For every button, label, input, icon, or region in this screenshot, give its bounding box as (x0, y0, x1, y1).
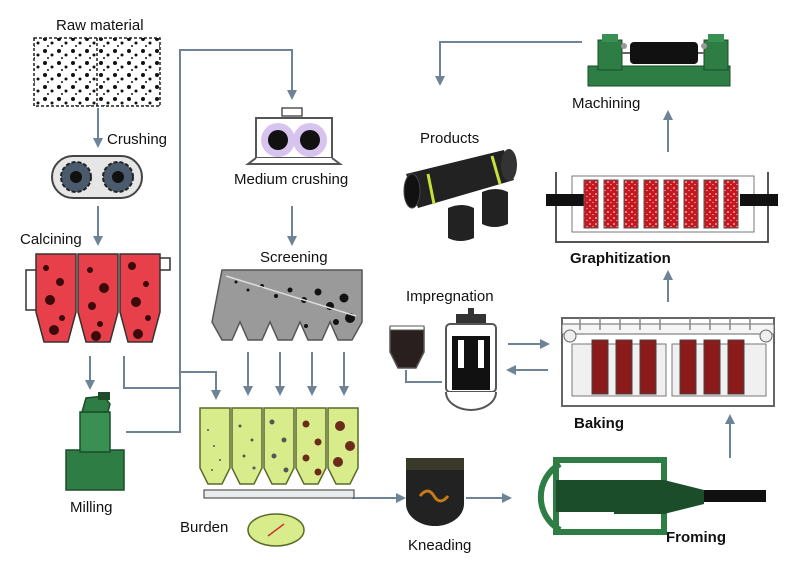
label-froming: Froming (666, 529, 726, 546)
impregnation-vessel (389, 308, 497, 411)
label-medium-crushing: Medium crushing (234, 171, 349, 188)
crushing-rollers (51, 155, 143, 199)
label-raw-material: Raw material (56, 17, 144, 34)
label-calcining: Calcining (20, 231, 82, 248)
label-products: Products (420, 130, 480, 147)
label-machining: Machining (572, 95, 641, 112)
label-graphitization: Graphitization (570, 250, 671, 267)
arrow-machining-to-products (435, 41, 582, 86)
label-burden: Burden (180, 519, 229, 536)
kneading-mixer (406, 458, 464, 526)
raw-material-bin (33, 37, 161, 107)
label-screening: Screening (260, 249, 328, 266)
screening-machine (211, 269, 363, 341)
graphitization-furnace (546, 172, 778, 243)
label-crushing: Crushing (107, 131, 168, 148)
forming-press (537, 457, 766, 535)
machining-lathe (587, 34, 731, 87)
label-kneading: Kneading (408, 537, 472, 554)
baking-furnace (561, 317, 775, 407)
products-electrodes (403, 149, 517, 241)
flow-arrows (85, 41, 735, 503)
label-impregnation: Impregnation (406, 288, 494, 305)
burden-hoppers (199, 407, 359, 547)
calcining-furnace (25, 253, 171, 343)
medium-crusher (245, 107, 343, 165)
label-milling: Milling (70, 499, 113, 516)
label-baking: Baking (574, 415, 625, 432)
arrow-calcining-to-medium-crushing (123, 49, 297, 389)
arrow-milling-to-burden (126, 371, 221, 433)
milling-machine (65, 392, 125, 491)
